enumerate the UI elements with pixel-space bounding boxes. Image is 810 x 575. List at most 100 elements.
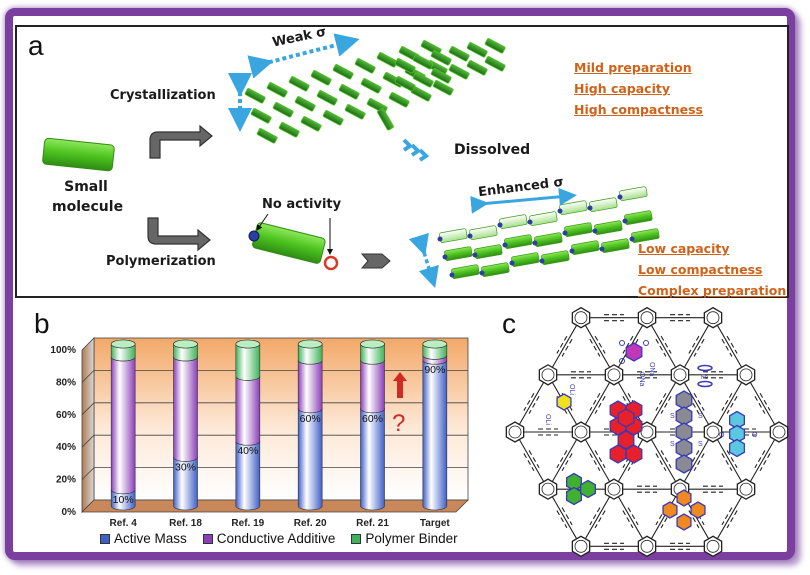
data-label: 60% [362, 413, 383, 425]
alkyne-dash [693, 392, 705, 411]
panel-a [15, 25, 789, 298]
con-item: Low capacity [638, 241, 730, 256]
legend-item: Active Mass [100, 531, 187, 546]
x-category-label: Ref. 18 [169, 518, 202, 529]
cp-ring [697, 380, 713, 388]
alkyne-dash [721, 453, 733, 472]
x-category-label: Ref. 21 [356, 518, 389, 529]
benzene-ring [607, 482, 621, 496]
bar-segment-polymer-binder [173, 343, 198, 362]
hexaazatriphenylene-ring [662, 501, 678, 519]
benzene-ring [706, 311, 720, 325]
linker-dot [592, 228, 598, 234]
legend-swatch [351, 533, 362, 544]
benzene-ring [574, 539, 588, 553]
pyrene-ring [579, 479, 597, 499]
alkyne-link [712, 488, 747, 547]
fe-label: Fe [701, 375, 709, 381]
tetracene-ring [675, 454, 693, 474]
bar-segment-polymer-binder [360, 343, 385, 365]
alkyne-dash [721, 392, 733, 411]
pro-item: High capacity [574, 81, 670, 96]
alkyne-dash [523, 453, 535, 472]
alkyne-link [745, 431, 780, 490]
bar-segment-conductive-additive [173, 356, 198, 462]
crystal-molecule [430, 50, 452, 66]
polymer-chains [437, 186, 660, 279]
alkyne-link [547, 488, 582, 547]
alkyne-link [580, 374, 615, 433]
crystal-molecule [300, 116, 322, 132]
con-item: Complex preparation [638, 283, 787, 298]
legend-label: Polymer Binder [365, 531, 458, 546]
linker-dot [599, 246, 605, 252]
benzene-node [604, 364, 624, 386]
bar-segment-active-mass [110, 489, 136, 511]
benzene-node [571, 421, 591, 443]
alkyne-link [646, 488, 681, 547]
linker-dot [502, 242, 508, 248]
legend-item: Conductive Additive [202, 531, 335, 546]
cof-lattice [505, 306, 789, 558]
linker-dot [629, 236, 635, 242]
panel-b-letter: b [34, 308, 50, 339]
crystal-array [244, 38, 506, 144]
alkyne-link [547, 431, 582, 490]
crystal-molecule [394, 76, 416, 92]
alkyne-link [679, 374, 714, 433]
x-category-label: Target [420, 518, 450, 529]
oxygen-atom [619, 358, 625, 364]
crystal-molecule [272, 102, 294, 118]
crystal-molecule [256, 128, 278, 144]
benzene-ring [640, 425, 654, 439]
alkyne-dash [660, 450, 672, 469]
perylene-ring [609, 444, 627, 464]
alkyne-dash [721, 507, 733, 526]
crystal-molecule [430, 68, 452, 84]
data-label: 10% [113, 494, 134, 506]
alkyne-link [679, 317, 714, 376]
y-tick-label: 0% [62, 507, 77, 518]
linker-dot [509, 260, 515, 266]
alkyne-dash [726, 335, 738, 354]
oli-label: OLi [544, 414, 551, 425]
benzene-node [703, 535, 723, 558]
alkyne-link [547, 317, 582, 376]
crystal-molecule [412, 72, 434, 88]
bar-segment-conductive-additive [235, 376, 261, 446]
anthraquinone-ring [728, 438, 746, 458]
sulfur-label: S [670, 413, 675, 420]
benzene-node [538, 478, 558, 500]
perylene-ring [625, 444, 643, 464]
benzene-ring [574, 425, 588, 439]
benzene-ring [772, 425, 786, 439]
linker-dot [442, 254, 448, 260]
terephthalate-ring [556, 393, 572, 411]
crystal-molecule [294, 96, 316, 112]
monomer-blue-end [248, 230, 260, 242]
oxygen-atom [619, 340, 625, 346]
crystal-molecule [394, 58, 416, 74]
alkyne-dash [561, 507, 573, 526]
alkyne-link [580, 488, 615, 547]
benzene-node [571, 535, 591, 558]
bar-segment-conductive-additive [110, 356, 136, 495]
panel-a-graphics [42, 33, 660, 289]
crystal-molecule [466, 60, 488, 76]
alkyne-dash [589, 507, 601, 526]
benzene-ring [739, 368, 753, 382]
linker-dot [497, 222, 503, 228]
alkyne-dash [556, 335, 568, 354]
alkyne-dash [726, 395, 738, 414]
alkyne-dash [627, 507, 639, 526]
crystallization-arrow [149, 124, 213, 159]
alkyne-link [646, 317, 681, 376]
gridline-side [81, 434, 95, 448]
no-activity-label: No activity [262, 197, 342, 212]
bar-cap [297, 339, 323, 349]
bar-segment-conductive-additive [360, 359, 385, 414]
ona-label: ONa [648, 362, 655, 377]
bar-segment-polymer-binder [422, 343, 448, 360]
sulfur-label: S [698, 441, 703, 448]
